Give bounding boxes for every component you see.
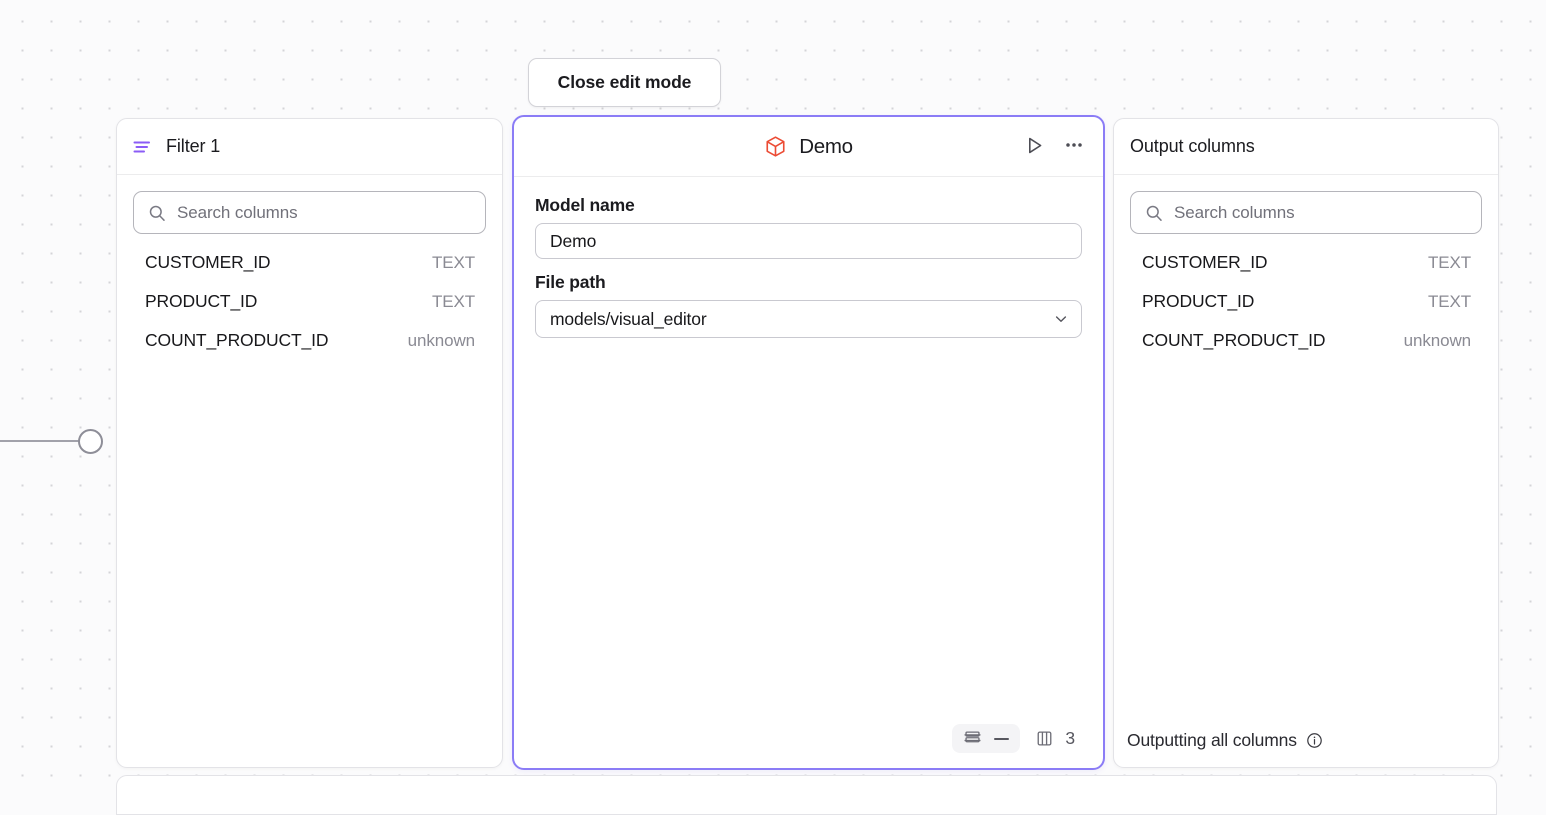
column-name: PRODUCT_ID	[145, 291, 257, 312]
rows-icon	[963, 729, 982, 748]
model-header-actions	[1019, 132, 1089, 162]
column-name: CUSTOMER_ID	[1142, 252, 1267, 273]
output-panel-header: Output columns	[1114, 119, 1498, 175]
model-name-input[interactable]: Demo	[535, 223, 1082, 259]
output-panel-footer: Outputting all columns	[1114, 714, 1498, 767]
file-path-label: File path	[535, 272, 1082, 293]
output-search-placeholder: Search columns	[1174, 203, 1295, 223]
run-button[interactable]	[1019, 132, 1049, 162]
filter-panel-title: Filter 1	[166, 136, 220, 157]
model-panel-title: Demo	[799, 135, 852, 159]
model-title-group: Demo	[764, 135, 852, 159]
file-path-select[interactable]: models/visual_editor	[535, 300, 1082, 338]
model-panel-body: Model name Demo File path models/visual_…	[514, 177, 1103, 768]
output-column-list: CUSTOMER_ID TEXT PRODUCT_ID TEXT COUNT_P…	[1130, 252, 1482, 369]
table-row[interactable]: PRODUCT_ID TEXT	[1130, 291, 1482, 330]
search-icon	[148, 204, 166, 222]
output-columns-panel[interactable]: Output columns Search columns CUSTOMER_I…	[1113, 118, 1499, 768]
column-name: COUNT_PRODUCT_ID	[145, 330, 328, 351]
column-type: TEXT	[1428, 292, 1471, 312]
model-panel-header: Demo	[514, 117, 1103, 177]
filter-panel-body: Search columns CUSTOMER_ID TEXT PRODUCT_…	[117, 175, 502, 767]
model-footer-stats: 3	[535, 723, 1082, 756]
filter-column-list: CUSTOMER_ID TEXT PRODUCT_ID TEXT COUNT_P…	[133, 252, 486, 369]
output-panel-title: Output columns	[1130, 136, 1255, 157]
column-type: TEXT	[432, 292, 475, 312]
more-options-button[interactable]	[1059, 132, 1089, 162]
output-panel-body: Search columns CUSTOMER_ID TEXT PRODUCT_…	[1114, 175, 1498, 714]
column-type: TEXT	[432, 253, 475, 273]
chevron-down-icon	[1053, 311, 1069, 327]
row-count-stat[interactable]	[952, 724, 1020, 753]
column-name: PRODUCT_ID	[1142, 291, 1254, 312]
close-edit-mode-button[interactable]: Close edit mode	[528, 58, 721, 107]
column-type: unknown	[1404, 331, 1471, 351]
table-row[interactable]: COUNT_PRODUCT_ID unknown	[133, 330, 486, 369]
column-count-stat[interactable]: 3	[1026, 723, 1082, 754]
column-name: COUNT_PRODUCT_ID	[1142, 330, 1325, 351]
column-type: unknown	[408, 331, 475, 351]
table-row[interactable]: PRODUCT_ID TEXT	[133, 291, 486, 330]
cube-icon	[764, 135, 787, 158]
output-search-input[interactable]: Search columns	[1130, 191, 1482, 234]
filter-panel-header: Filter 1	[117, 119, 502, 175]
table-row[interactable]: COUNT_PRODUCT_ID unknown	[1130, 330, 1482, 369]
model-body-spacer	[535, 338, 1082, 723]
column-name: CUSTOMER_ID	[145, 252, 270, 273]
table-row[interactable]: CUSTOMER_ID TEXT	[1130, 252, 1482, 291]
model-node-panel[interactable]: Demo Model nam	[512, 115, 1105, 770]
connector-handle[interactable]	[78, 429, 103, 454]
ellipsis-icon	[1063, 134, 1085, 159]
column-count-value: 3	[1065, 728, 1075, 749]
search-icon	[1145, 204, 1163, 222]
bottom-panel-peek[interactable]	[116, 775, 1497, 815]
filter-search-placeholder: Search columns	[177, 203, 298, 223]
row-count-value	[994, 738, 1009, 740]
filter-node-panel[interactable]: Filter 1 Search columns CUSTOMER_ID TEXT…	[116, 118, 503, 768]
filter-icon	[132, 137, 152, 157]
columns-icon	[1035, 729, 1054, 748]
column-type: TEXT	[1428, 253, 1471, 273]
file-path-value: models/visual_editor	[550, 309, 707, 330]
table-row[interactable]: CUSTOMER_ID TEXT	[133, 252, 486, 291]
info-icon[interactable]	[1306, 732, 1323, 749]
model-name-label: Model name	[535, 195, 1082, 216]
filter-search-input[interactable]: Search columns	[133, 191, 486, 234]
play-icon	[1024, 135, 1045, 159]
output-footer-text: Outputting all columns	[1127, 730, 1297, 751]
model-name-value: Demo	[550, 231, 596, 252]
connector-edge	[0, 440, 82, 442]
